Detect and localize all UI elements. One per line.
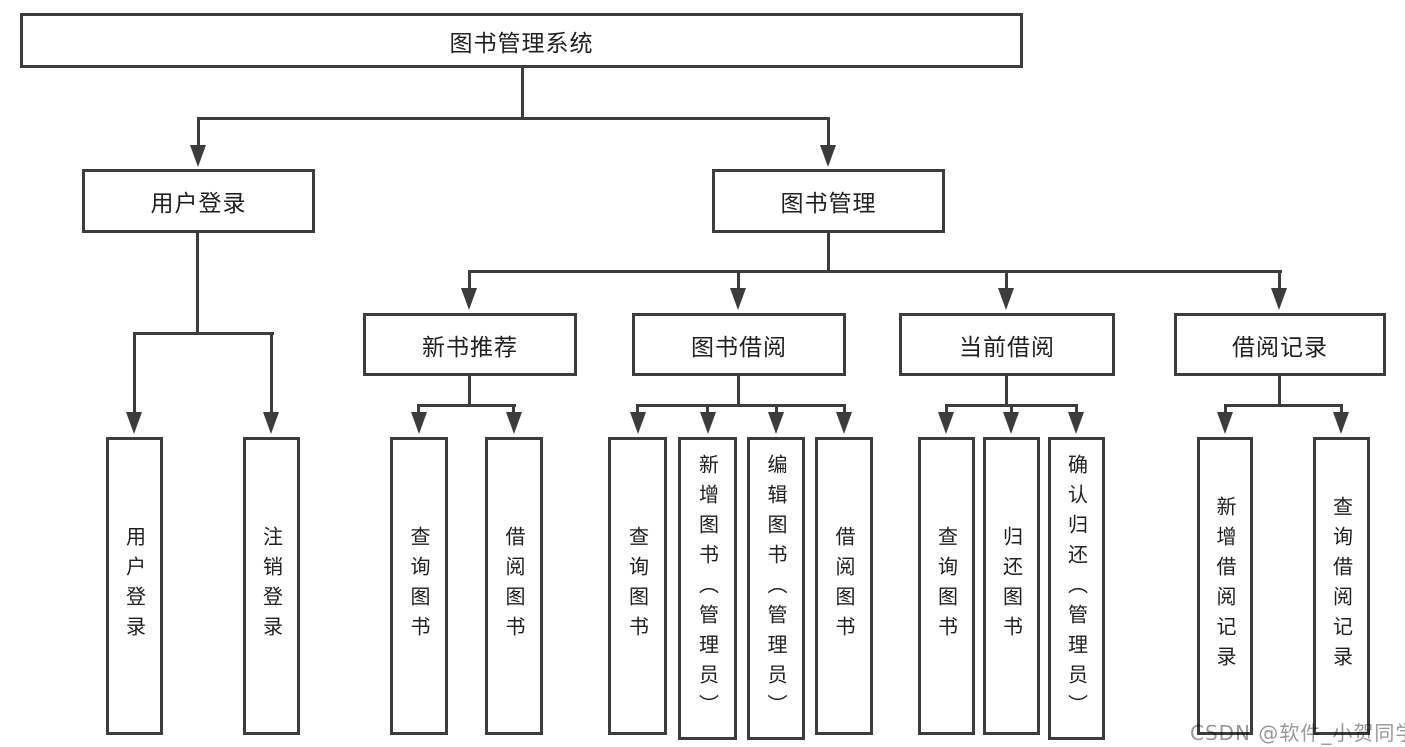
leaf-logout: 注销登录 (243, 437, 300, 735)
connector-user-login-drop (197, 117, 200, 147)
connector-user-login-stem (196, 233, 199, 334)
connector-br-leaf1-drop (1224, 404, 1227, 414)
node-book-management: 图书管理 (712, 169, 945, 233)
node-book-borrow: 图书借阅 (632, 313, 846, 376)
arrow-br-leaf2 (1333, 412, 1349, 434)
connector-bb-leaf3-drop (775, 404, 778, 414)
arrow-bb-leaf1 (630, 412, 646, 434)
leaf-query-books-borrow: 查询图书 (608, 437, 667, 735)
connector-book-mgmt-stem (827, 233, 830, 273)
connector-nb-leaf1-drop (417, 404, 420, 414)
arrow-cb-leaf1 (938, 412, 954, 434)
arrow-nb-leaf2 (506, 412, 522, 434)
node-book-management-label: 图书管理 (780, 191, 877, 217)
connector-nb-leaf2-drop (512, 404, 515, 414)
connector-cb-leaf1-drop (945, 404, 948, 414)
arrow-to-leaf-login (126, 412, 142, 434)
node-user-login: 用户登录 (82, 169, 315, 233)
node-current-borrow: 当前借阅 (899, 313, 1115, 376)
arrow-cb-leaf2 (1003, 412, 1019, 434)
arrow-to-leaf-logout (263, 412, 279, 434)
arrow-to-currentborrow (998, 288, 1014, 310)
arrow-bb-leaf2 (700, 412, 716, 434)
leaf-borrow-books-recommend: 借阅图书 (485, 437, 543, 735)
arrow-to-borrowrecords (1271, 288, 1287, 310)
leaf-query-books-current: 查询图书 (918, 437, 975, 735)
leaf-query-books-borrow-label: 查询图书 (625, 526, 650, 646)
node-borrow-records-label: 借阅记录 (1232, 334, 1328, 361)
arrow-bb-leaf4 (836, 412, 852, 434)
leaf-edit-book-admin-label: 编辑图书（管理员） (764, 453, 788, 724)
watermark-text: CSDN @软件_小贺同学 (1190, 721, 1405, 745)
node-new-book-recommend-label: 新书推荐 (422, 334, 518, 361)
leaf-confirm-return-admin: 确认归还（管理员） (1048, 437, 1105, 740)
leaf-borrow-books-recommend-label: 借阅图书 (502, 526, 526, 646)
arrow-br-leaf1 (1217, 412, 1233, 434)
leaf-edit-book-admin: 编辑图书（管理员） (747, 437, 805, 740)
arrow-to-bookborrow (730, 288, 746, 310)
connector-currentborrow-drop (1005, 270, 1008, 290)
arrow-nb-leaf1 (411, 412, 427, 434)
connector-leaf-login-drop (133, 332, 136, 412)
connector-bookborrow-stem (737, 376, 740, 407)
leaf-add-borrow-record: 新增借阅记录 (1197, 437, 1253, 735)
leaf-add-borrow-record-label: 新增借阅记录 (1213, 496, 1237, 676)
arrow-to-user-login (190, 145, 206, 167)
connector-user-login-hline (133, 332, 274, 335)
leaf-query-books-current-label: 查询图书 (934, 526, 959, 646)
leaf-query-books-recommend: 查询图书 (390, 437, 448, 735)
connector-level2-hline (197, 117, 830, 120)
arrow-to-book-mgmt (820, 145, 836, 167)
leaf-borrow-books: 借阅图书 (815, 437, 873, 735)
connector-newbook-drop (468, 270, 471, 290)
leaf-return-book: 归还图书 (983, 437, 1040, 735)
connector-bookborrow-hline (636, 404, 846, 407)
leaf-query-borrow-record: 查询借阅记录 (1313, 437, 1370, 735)
leaf-logout-label: 注销登录 (259, 526, 284, 646)
leaf-query-borrow-record-label: 查询借阅记录 (1329, 496, 1354, 676)
leaf-confirm-return-admin-label: 确认归还（管理员） (1064, 453, 1089, 724)
node-new-book-recommend: 新书推荐 (363, 313, 577, 376)
connector-root-stem (521, 68, 524, 120)
connector-cb-leaf2-drop (1010, 404, 1013, 414)
node-book-borrow-label: 图书借阅 (691, 334, 787, 361)
connector-borrowrecords-stem (1278, 376, 1281, 407)
node-root-library-system: 图书管理系统 (20, 13, 1023, 68)
connector-level3-hline (468, 270, 1282, 273)
connector-bb-leaf4-drop (843, 404, 846, 414)
connector-leaf-logout-drop (270, 332, 273, 412)
connector-cb-leaf3-drop (1075, 404, 1078, 414)
node-current-borrow-label: 当前借阅 (959, 334, 1055, 361)
leaf-return-book-label: 归还图书 (999, 526, 1024, 646)
connector-newbook-stem (468, 376, 471, 407)
connector-br-leaf2-drop (1340, 404, 1343, 414)
connector-bb-leaf1-drop (636, 404, 639, 414)
arrow-bb-leaf3 (768, 412, 784, 434)
node-root-label: 图书管理系统 (449, 30, 594, 57)
leaf-add-book-admin: 新增图书（管理员） (678, 437, 737, 740)
connector-bb-leaf2-drop (706, 404, 709, 414)
connector-borrowrecords-hline (1224, 404, 1343, 407)
connector-newbook-hline (418, 404, 516, 407)
arrow-to-newbook (461, 288, 477, 310)
node-borrow-records: 借阅记录 (1174, 313, 1386, 376)
connector-book-mgmt-drop (827, 117, 830, 147)
connector-borrowrecords-drop (1278, 270, 1281, 290)
arrow-cb-leaf3 (1068, 412, 1084, 434)
leaf-query-books-recommend-label: 查询图书 (407, 526, 431, 646)
connector-currentborrow-stem (1005, 376, 1008, 407)
leaf-user-login-label: 用户登录 (122, 526, 147, 646)
leaf-add-book-admin-label: 新增图书（管理员） (695, 453, 720, 724)
leaf-user-login: 用户登录 (106, 437, 163, 735)
node-user-login-label: 用户登录 (150, 191, 247, 217)
leaf-borrow-books-label: 借阅图书 (832, 526, 856, 646)
connector-bookborrow-drop (737, 270, 740, 290)
